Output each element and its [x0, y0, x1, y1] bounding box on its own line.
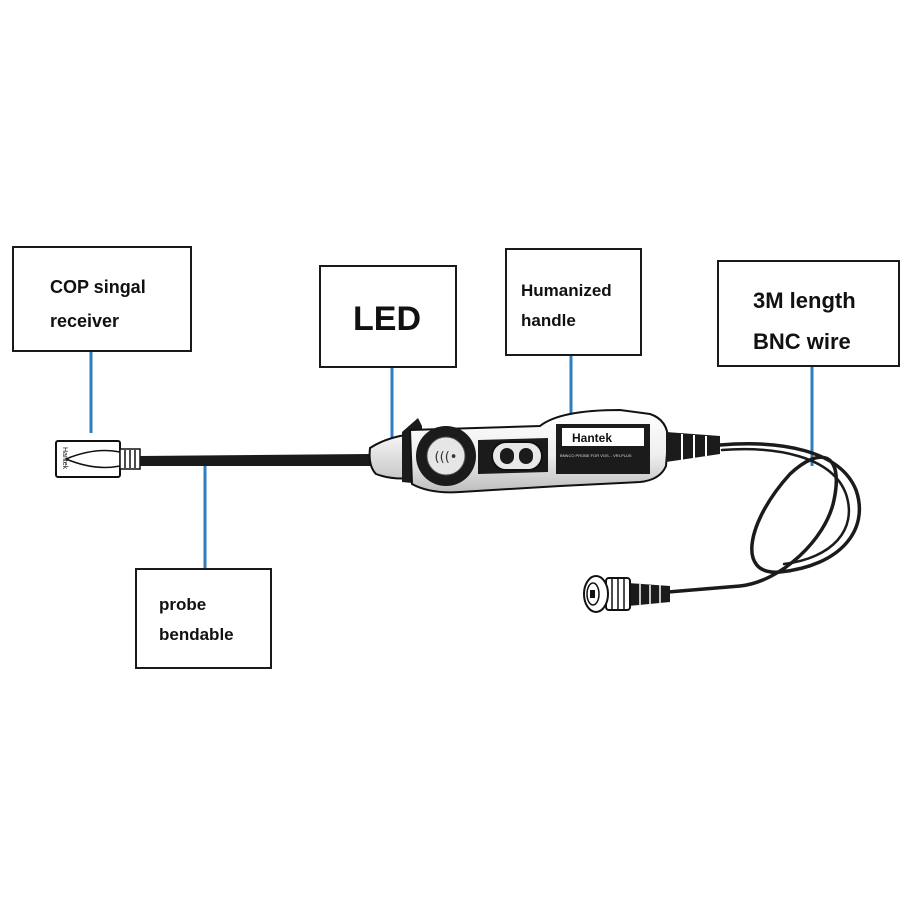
probe-label-line1: probe: [159, 595, 207, 614]
probe-handle: (((• Hantek BNNCO PROBE FOR VOS... VRI-P…: [408, 408, 670, 494]
bnc-cable: [666, 442, 862, 594]
leader-lines: [89, 352, 814, 568]
cop-receiver-label-line2: receiver: [50, 311, 120, 331]
cop-receiver-label-line1: COP singal: [50, 277, 146, 297]
bnc-wire-label-line1: 3M length: [753, 288, 856, 313]
probe-shaft: [140, 454, 370, 466]
led-callout: LED: [319, 265, 457, 368]
receiver-marking: Hantek: [61, 447, 68, 470]
control-button-left: [500, 448, 514, 464]
model-label: BNNCO PROBE FOR VOS... VRI-PLUS: [560, 453, 632, 458]
led-label: LED: [353, 300, 421, 338]
cop-receiver-callout: COP singal receiver: [12, 246, 192, 352]
handle-label-line1: Humanized: [521, 281, 612, 300]
handle-callout: Humanized handle: [505, 248, 642, 356]
probe-label-line2: bendable: [159, 625, 234, 644]
handle-strain-relief: [666, 432, 720, 462]
handle-label-line2: handle: [521, 311, 576, 330]
brand-label: Hantek: [572, 431, 612, 445]
control-button-right: [519, 448, 533, 464]
probe-callout: probe bendable: [135, 568, 272, 669]
wave-icon: (((•: [435, 450, 458, 465]
bnc-wire-callout: 3M length BNC wire: [717, 260, 900, 367]
control-pill: [491, 441, 543, 471]
cop-receiver-clip: Hantek: [55, 440, 141, 478]
bnc-connector: [583, 575, 670, 613]
bnc-wire-label-line2: BNC wire: [753, 329, 851, 354]
